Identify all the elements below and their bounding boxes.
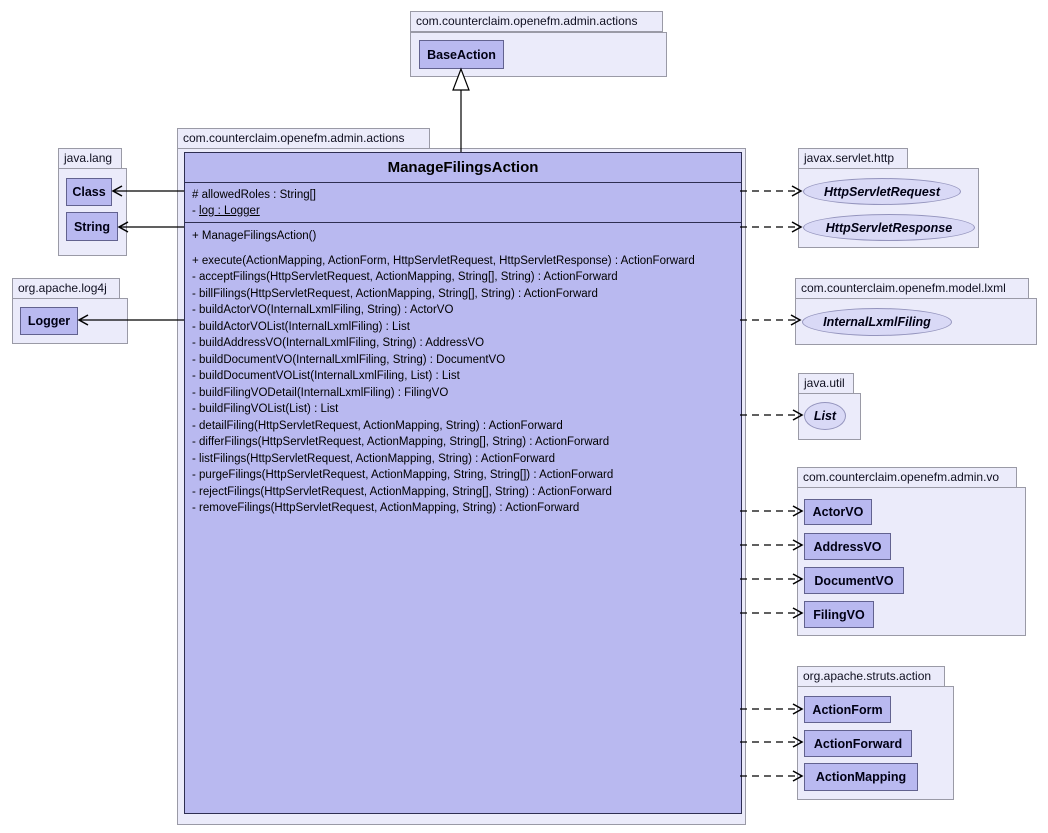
- interface-node-httpservletresponse[interactable]: HttpServletResponse: [803, 214, 975, 241]
- class-node-baseaction[interactable]: BaseAction: [419, 40, 504, 69]
- uml-method: - listFilings(HttpServletRequest, Action…: [192, 452, 556, 465]
- uml-field-allowedroles: # allowedRoles : String[]: [192, 189, 317, 201]
- uml-method: - detailFiling(HttpServletRequest, Actio…: [192, 419, 563, 432]
- class-node-class[interactable]: Class: [66, 178, 112, 206]
- interface-node-list[interactable]: List: [804, 402, 846, 430]
- package-tab-struts-action: org.apache.struts.action: [797, 666, 945, 687]
- class-methods-compartment: + ManageFilingsAction() + execute(Action…: [185, 223, 741, 522]
- uml-method: - billFilings(HttpServletRequest, Action…: [192, 287, 598, 300]
- uml-method: - buildActorVO(InternalLxmlFiling, Strin…: [192, 304, 454, 316]
- uml-method: - buildAddressVO(InternalLxmlFiling, Str…: [192, 337, 485, 349]
- package-tab-model-lxml: com.counterclaim.openefm.model.lxml: [795, 278, 1029, 299]
- class-node-actionforward[interactable]: ActionForward: [804, 730, 912, 757]
- uml-method: - buildFilingVODetail(InternalLxmlFiling…: [192, 386, 449, 399]
- class-node-documentvo[interactable]: DocumentVO: [804, 567, 904, 594]
- class-node-managefilingsaction: ManageFilingsAction # allowedRoles : Str…: [184, 152, 742, 814]
- uml-method: - buildDocumentVO(InternalLxmlFiling, St…: [192, 353, 506, 366]
- class-node-string[interactable]: String: [66, 212, 118, 241]
- class-fields-compartment: # allowedRoles : String[] - log : Logger: [185, 183, 741, 223]
- uml-field-log: - log : Logger: [192, 205, 260, 217]
- uml-method: + execute(ActionMapping, ActionForm, Htt…: [192, 254, 695, 267]
- interface-node-internallxmlfiling[interactable]: InternalLxmlFiling: [802, 308, 952, 336]
- class-node-actionform[interactable]: ActionForm: [804, 696, 891, 723]
- uml-method: - buildActorVOList(InternalLxmlFiling) :…: [192, 320, 410, 333]
- uml-method: - buildDocumentVOList(InternalLxmlFiling…: [192, 370, 460, 382]
- uml-method: - acceptFilings(HttpServletRequest, Acti…: [192, 271, 618, 283]
- package-tab-log4j: org.apache.log4j: [12, 278, 120, 299]
- uml-method: - differFilings(HttpServletRequest, Acti…: [192, 436, 610, 448]
- class-title: ManageFilingsAction: [185, 153, 741, 183]
- package-tab-actions-top: com.counterclaim.openefm.admin.actions: [410, 11, 663, 32]
- package-tab-admin-vo: com.counterclaim.openefm.admin.vo: [797, 467, 1017, 488]
- edge-extends-baseaction: [452, 67, 470, 152]
- package-tab-servlet-http: javax.servlet.http: [798, 148, 908, 169]
- class-node-actorvo[interactable]: ActorVO: [804, 499, 872, 525]
- package-tab-actions-main: com.counterclaim.openefm.admin.actions: [177, 128, 430, 149]
- package-tab-java-lang: java.lang: [58, 148, 122, 169]
- uml-method: - purgeFilings(HttpServletRequest, Actio…: [192, 469, 614, 481]
- uml-method: - buildFilingVOList(List) : List: [192, 403, 339, 415]
- class-node-filingvo[interactable]: FilingVO: [804, 601, 874, 628]
- interface-node-httpservletrequest[interactable]: HttpServletRequest: [803, 178, 961, 205]
- class-node-actionmapping[interactable]: ActionMapping: [804, 763, 918, 791]
- class-node-addressvo[interactable]: AddressVO: [804, 533, 891, 560]
- class-node-logger[interactable]: Logger: [20, 307, 78, 335]
- uml-method: - removeFilings(HttpServletRequest, Acti…: [192, 502, 580, 514]
- package-tab-java-util: java.util: [798, 373, 854, 394]
- uml-method: - rejectFilings(HttpServletRequest, Acti…: [192, 485, 612, 498]
- uml-constructor: + ManageFilingsAction(): [192, 230, 317, 242]
